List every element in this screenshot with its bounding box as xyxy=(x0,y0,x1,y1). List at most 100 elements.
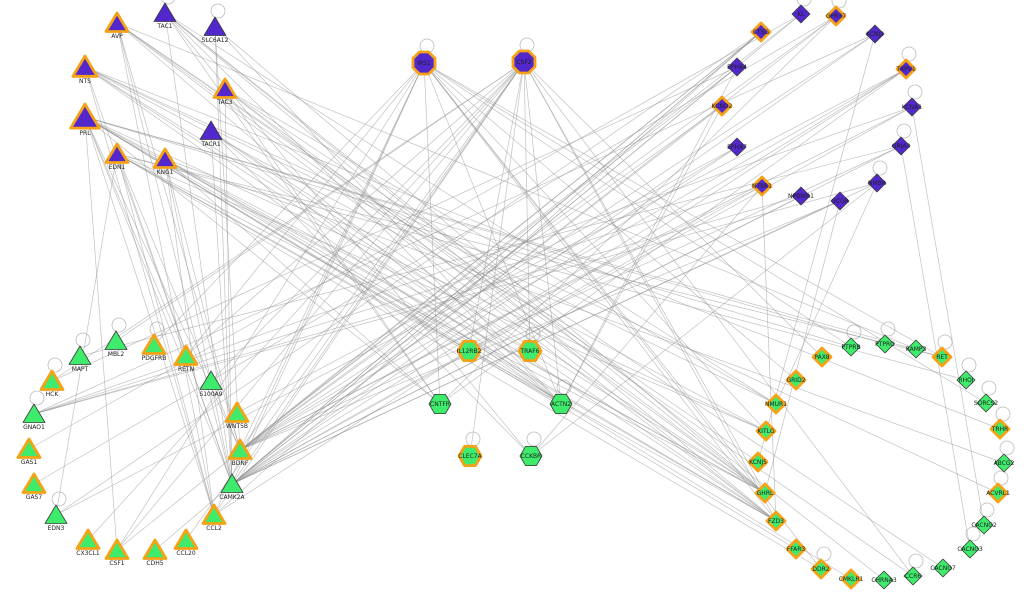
edge-PRL-FZD3[interactable] xyxy=(84,116,777,522)
node-AVP[interactable]: AVP xyxy=(104,11,130,40)
edge-NMBR-NMUR1[interactable] xyxy=(775,182,878,405)
edge-PRL-FFAR3[interactable] xyxy=(84,116,797,550)
node-TAC1[interactable]: TAC1 xyxy=(153,2,177,30)
node-SLC6A12[interactable]: SLC6A12 xyxy=(202,16,229,44)
edge-NTSR1-CCKBR[interactable] xyxy=(530,185,763,457)
edge-KNG1-CCL2[interactable] xyxy=(164,158,215,516)
selfloop-TRHR[interactable] xyxy=(995,406,1011,422)
edge-AVP-CAMK2A[interactable] xyxy=(116,22,233,485)
node-MBL2[interactable]: MBL2 xyxy=(104,330,128,358)
selfloop-CCKBR[interactable] xyxy=(526,431,542,447)
edge-CSF2-PAX8[interactable] xyxy=(523,61,823,358)
node-CMKLR1[interactable]: CMKLR1 xyxy=(839,568,864,590)
selfloop-GNAO1[interactable] xyxy=(29,390,45,406)
edge-KL-GAS1[interactable] xyxy=(28,13,802,450)
node-TRAF6[interactable]: TRAF6 xyxy=(517,339,543,363)
edge-NTSR1-CAMK2A[interactable] xyxy=(231,185,763,485)
edge-IRS1-PTPRB[interactable] xyxy=(423,62,852,348)
node-PRL[interactable]: PRL xyxy=(69,102,101,137)
node-CHRNA3[interactable]: CHRNA3 xyxy=(871,570,897,590)
edge-PRL-BDNF[interactable] xyxy=(84,116,241,451)
node-CCL20[interactable]: CCL20 xyxy=(173,528,199,557)
edge-TAC3-GHRL[interactable] xyxy=(224,88,766,494)
edge-CSF2-CCR6[interactable] xyxy=(523,61,914,577)
node-KCNJ3[interactable]: KCNJ3 xyxy=(865,24,885,44)
edge-SLC6A12-GHRL[interactable] xyxy=(214,26,766,494)
edge-KCNJ3-GNAO1[interactable] xyxy=(33,33,876,415)
edge-IRS1-FZD3[interactable] xyxy=(423,62,777,522)
edge-NPBWR1-CAMK2A[interactable] xyxy=(231,195,802,485)
selfloop-GPR37[interactable] xyxy=(831,0,847,9)
edge-EPHA4-ACTN2[interactable] xyxy=(560,66,738,405)
node-IRS1[interactable]: IRS1 xyxy=(411,50,437,76)
edge-CSF2-CCL20[interactable] xyxy=(185,61,525,541)
edge-GRIA3-CACNG3[interactable] xyxy=(900,145,971,550)
edge-NTS-NMUR1[interactable] xyxy=(84,66,777,405)
edge-TRPV1-BDNF[interactable] xyxy=(239,68,907,451)
edge-NTSR1-FZD3[interactable] xyxy=(761,185,777,522)
edge-NTSR1-BDNF[interactable] xyxy=(239,185,763,451)
edge-NTS-KITLG[interactable] xyxy=(84,66,767,432)
edge-PRL-KITLG[interactable] xyxy=(84,116,767,432)
edge-KCND2-BDNF[interactable] xyxy=(239,105,723,451)
node-FFAR3[interactable]: FFAR3 xyxy=(785,538,807,560)
edge-PRL-TRAF6[interactable] xyxy=(84,116,531,352)
node-EDN1[interactable]: EDN1 xyxy=(104,142,130,171)
selfloop-DDR2[interactable] xyxy=(816,546,832,562)
edge-GPR37-BDNF[interactable] xyxy=(239,15,837,451)
edge-PRL-CSF1[interactable] xyxy=(84,116,118,551)
edge-EPHA7-CAMK2A[interactable] xyxy=(231,146,738,485)
node-GAS7[interactable]: GAS7 xyxy=(21,472,47,501)
edge-KCND2-ACTN2[interactable] xyxy=(560,105,723,405)
node-CSF2[interactable]: CSF2 xyxy=(511,49,537,75)
selfloop-NMBR[interactable] xyxy=(872,160,888,176)
edge-EPHA7-WNT5B[interactable] xyxy=(236,146,738,414)
edge-IRS1-PDGFRB[interactable] xyxy=(153,62,425,346)
edge-IRS1-GHRL[interactable] xyxy=(423,62,766,494)
node-PTPRB[interactable]: PTPRB xyxy=(841,337,861,357)
node-MAPT[interactable]: MAPT xyxy=(68,345,92,373)
edge-KNG1-CNTFR[interactable] xyxy=(164,158,441,405)
selfloop-PTPRB[interactable] xyxy=(846,324,862,340)
edge-TAC3-NMUR1[interactable] xyxy=(224,88,777,405)
node-TRHR[interactable]: TRHR xyxy=(989,418,1011,440)
node-HCK[interactable]: HCK xyxy=(39,369,65,398)
edge-KNG1-BDNF[interactable] xyxy=(164,158,241,451)
edge-CTSG-EDN3[interactable] xyxy=(55,31,762,516)
edge-EDN1-ACTN2[interactable] xyxy=(116,153,562,405)
edge-KCNJ3-BDNF[interactable] xyxy=(239,33,876,451)
edge-KCND2-CAMK2A[interactable] xyxy=(231,105,723,485)
edge-EPHA4-BDNF[interactable] xyxy=(239,66,738,451)
node-GRID2[interactable]: GRID2 xyxy=(785,369,807,391)
edge-CTSG-CSF1[interactable] xyxy=(116,31,762,551)
edge-EPHA7-BDNF[interactable] xyxy=(239,146,738,451)
edge-NTS-CCL2[interactable] xyxy=(84,66,215,516)
node-CCL2[interactable]: CCL2 xyxy=(201,503,227,532)
node-CDH5[interactable]: CDH5 xyxy=(142,538,168,567)
edge-AVP-RAMP3[interactable] xyxy=(116,22,917,350)
selfloop-RET[interactable] xyxy=(937,334,953,350)
edge-TAC3-CNTFR[interactable] xyxy=(224,88,441,405)
edge-TACR1-FZD3[interactable] xyxy=(210,130,777,522)
node-CCKBR[interactable]: CCKBR xyxy=(519,445,543,467)
node-GAS1[interactable]: GAS1 xyxy=(16,437,42,466)
selfloop-ACVRL1[interactable] xyxy=(993,470,1009,486)
node-KCNA1[interactable]: KCNA1 xyxy=(902,97,922,117)
edge-NTS-GHRL[interactable] xyxy=(84,66,766,494)
node-GNAO1[interactable]: GNAO1 xyxy=(22,403,46,431)
selfloop-MAPT[interactable] xyxy=(75,332,91,348)
edge-CSF2-RETN[interactable] xyxy=(185,61,525,357)
edge-PRL-RETN[interactable] xyxy=(84,116,187,357)
selfloop-KL[interactable] xyxy=(796,0,812,7)
selfloop-PTPRO[interactable] xyxy=(880,321,896,337)
edge-IRS1-RETN[interactable] xyxy=(185,62,425,357)
edge-SLC6A12-ACTN2[interactable] xyxy=(214,26,562,405)
edge-IRS1-CAMK2A[interactable] xyxy=(231,62,425,485)
edge-CSF2-FZD3[interactable] xyxy=(523,61,777,522)
node-GRIA3[interactable]: GRIA3 xyxy=(891,136,911,156)
edge-PRL-CCL2[interactable] xyxy=(84,116,215,516)
edge-TACR1-CAMK2A[interactable] xyxy=(210,130,233,485)
edge-CSF2-CSF1[interactable] xyxy=(116,61,525,551)
